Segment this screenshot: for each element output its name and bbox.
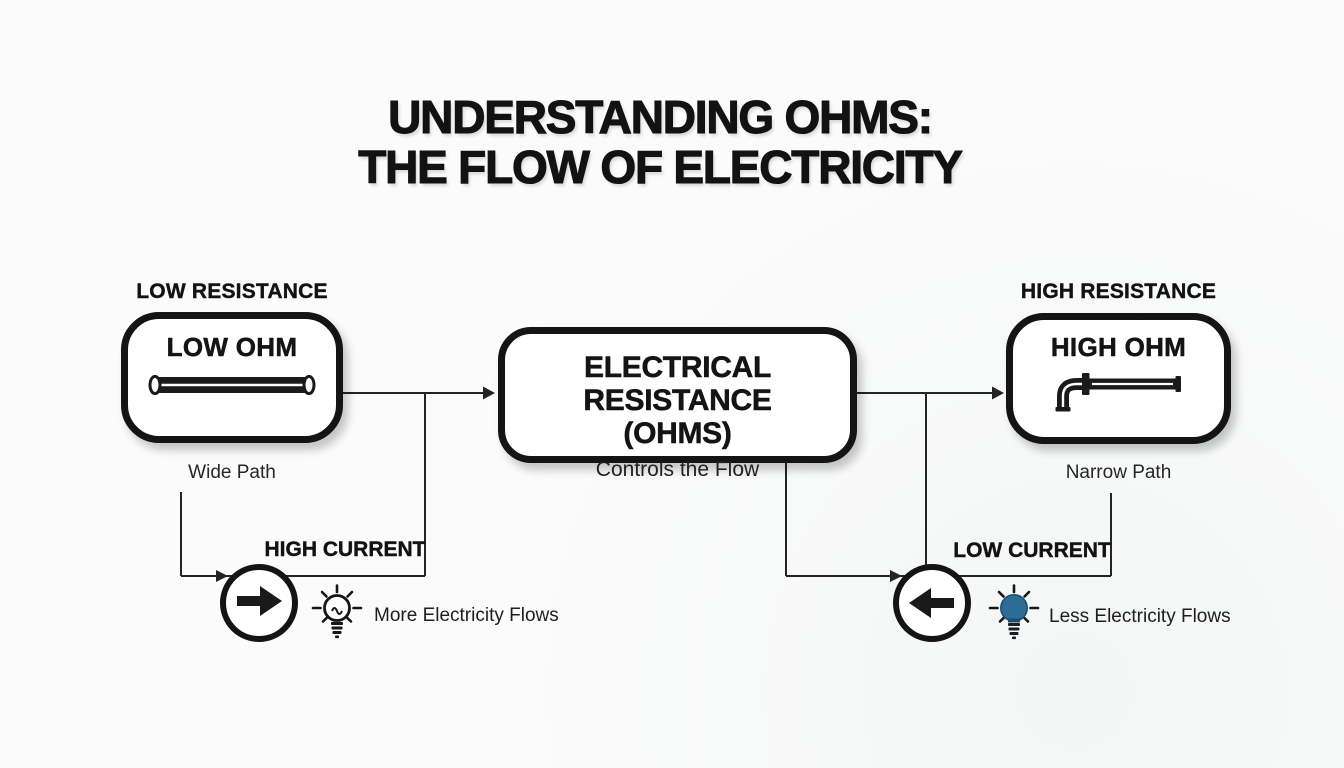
- less-electricity-text: Less Electricity Flows: [1049, 606, 1231, 627]
- high-current-label: HIGH CURRENT: [264, 538, 426, 561]
- more-electricity-text: More Electricity Flows: [374, 605, 559, 626]
- electrical-resistance-title-line1: ELECTRICAL RESISTANCE: [583, 351, 772, 418]
- bulb-filled-blue-icon: [983, 581, 1045, 652]
- high-resistance-label: HIGH RESISTANCE: [1020, 280, 1217, 303]
- low-current-circle: [893, 564, 971, 642]
- electrical-resistance-title-line2: (OHMS): [623, 417, 732, 451]
- low-ohm-box-title: LOW OHM: [166, 332, 298, 363]
- low-ohm-box: LOW OHM: [121, 312, 343, 443]
- arrow-left-icon: [907, 585, 957, 621]
- arrow-right-icon: [234, 583, 284, 624]
- narrow-pipe-icon: [1052, 365, 1186, 418]
- bulb-outline-icon: [306, 581, 368, 652]
- page-title-line2: THE FLOW OF ELECTRICITY: [358, 141, 964, 193]
- wide-pipe-icon: [146, 372, 318, 403]
- low-resistance-label: LOW RESISTANCE: [136, 280, 328, 303]
- electrical-resistance-box: ELECTRICAL RESISTANCE (OHMS) Controls th…: [498, 327, 857, 481]
- high-ohm-box: HIGH OHM: [1006, 313, 1231, 444]
- high-ohm-box-title: HIGH OHM: [1050, 332, 1187, 363]
- low-current-label: LOW CURRENT: [953, 539, 1111, 562]
- page-title: UNDERSTANDING OHMS: THE FLOW OF ELECTRIC…: [0, 91, 1320, 193]
- narrow-path-caption: Narrow Path: [1065, 462, 1172, 483]
- high-current-circle: [220, 564, 298, 642]
- page-title-line1: UNDERSTANDING OHMS:: [388, 91, 934, 143]
- wide-path-caption: Wide Path: [188, 462, 276, 483]
- controls-the-flow-subtitle: Controls the Flow: [595, 458, 760, 481]
